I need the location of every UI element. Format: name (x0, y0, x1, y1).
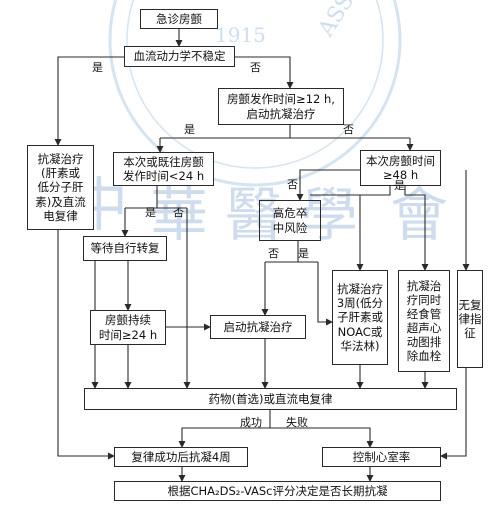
node-episode-lt24h-text: 本次或既往房颤 发作时间<24 h (122, 154, 205, 183)
node-wait-self-convert-text: 等待自行转复 (90, 241, 160, 256)
node-episode-lt24h: 本次或既往房颤 发作时间<24 h (113, 152, 214, 186)
node-start-text: 急诊房颤 (156, 11, 202, 26)
edge-label-no-highrisk: 否 (268, 247, 279, 260)
node-tee-exclude-thrombus-text: 抗凝治 疗同时 经食管 超声心 动图排 除血栓 (406, 278, 442, 364)
edge-label-success: 成功 (240, 416, 262, 429)
node-success-anticoag-4w: 复律成功后抗凝4周 (114, 447, 248, 467)
node-rate-control: 控制心室率 (322, 447, 441, 467)
node-anticoag-cardiovert: 抗凝治疗 (肝素或 低分子肝 素)及直流 电复律 (27, 145, 94, 230)
edge-label-yes-duration: 是 (184, 123, 195, 136)
node-hemodynamic-unstable-text: 血流动力学不稳定 (133, 49, 226, 64)
node-tee-exclude-thrombus: 抗凝治 疗同时 经食管 超声心 动图排 除血栓 (398, 270, 450, 372)
node-final-decision: 根据CHA₂DS₂-VASc评分决定是否长期抗凝 (114, 481, 441, 501)
node-duration-12h: 房颤发作时间≥12 h, 启动抗凝治疗 (218, 88, 344, 125)
node-episode-ge48h-text: 本次房颤时间 ≥48 h (366, 153, 435, 182)
node-drug-or-dc-cardioversion: 药物(首选)或直流电复律 (84, 388, 457, 410)
node-success-anticoag-4w-text: 复律成功后抗凝4周 (131, 449, 231, 464)
edge-label-yes-highrisk: 是 (298, 247, 309, 260)
node-no-cardioversion-indication: 无复 律指 征 (457, 270, 483, 368)
node-wait-self-convert: 等待自行转复 (83, 236, 167, 261)
edge-label-no-ge48: 否 (287, 178, 298, 191)
node-drug-or-dc-cardioversion-text: 药物(首选)或直流电复律 (208, 391, 333, 406)
node-start-anticoag-text: 启动抗凝治疗 (223, 319, 293, 334)
edge-label-no-duration: 否 (343, 123, 354, 136)
node-anticoag-cardiovert-text: 抗凝治疗 (肝素或 低分子肝 素)及直流 电复律 (35, 152, 86, 223)
node-hemodynamic-unstable: 血流动力学不稳定 (124, 46, 235, 67)
edge-label-yes-unstable: 是 (92, 61, 103, 74)
node-no-cardioversion-indication-text: 无复 律指 征 (458, 297, 482, 340)
edge-label-fail: 失败 (286, 416, 308, 429)
node-anticoag-3-weeks: 抗凝治疗 3周(低分 子肝素或 NOAC或 华法林) (332, 270, 388, 365)
edge-label-no-unstable: 否 (250, 61, 261, 74)
edge-label-yes-ge48: 是 (394, 179, 405, 192)
node-persist-24h-text: 房颤持续 时间≥24 h (98, 313, 158, 342)
node-episode-ge48h: 本次房颤时间 ≥48 h (360, 150, 441, 186)
node-final-decision-text: 根据CHA₂DS₂-VASc评分决定是否长期抗凝 (167, 483, 388, 498)
node-start-anticoag: 启动抗凝治疗 (210, 315, 306, 339)
node-rate-control-text: 控制心室率 (352, 449, 411, 464)
edge-label-no-lt24: 否 (173, 206, 184, 219)
node-high-risk-stroke: 高危卒 中风险 (259, 200, 321, 241)
node-persist-24h: 房颤持续 时间≥24 h (90, 310, 166, 345)
node-duration-12h-text: 房颤发作时间≥12 h, 启动抗凝治疗 (227, 92, 335, 121)
node-anticoag-3-weeks-text: 抗凝治疗 3周(低分 子肝素或 NOAC或 华法林) (336, 282, 384, 353)
node-high-risk-stroke-text: 高危卒 中风险 (272, 206, 308, 235)
node-start: 急诊房颤 (140, 9, 218, 29)
edge-label-yes-lt24: 是 (145, 206, 156, 219)
